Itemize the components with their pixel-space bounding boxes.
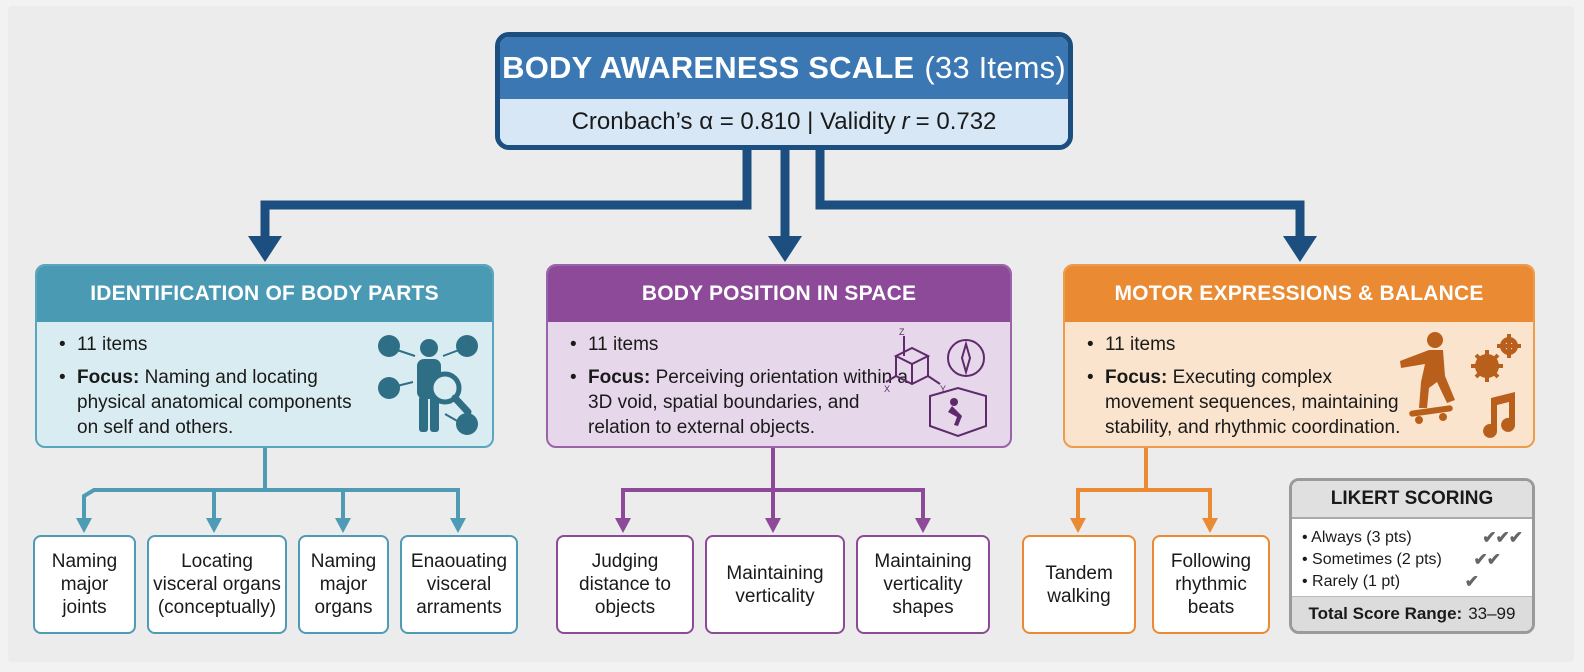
blue-branches — [82, 448, 460, 520]
svg-text:Y: Y — [940, 384, 946, 394]
total-label: Total Score Range: — [1308, 604, 1463, 623]
top-arrows — [260, 150, 1305, 240]
total-value: 33–99 — [1468, 604, 1516, 623]
checkmark-icon: ✔ — [1464, 572, 1479, 591]
likert-label: Sometimes (2 pts) — [1302, 551, 1442, 569]
category-heading: MOTOR EXPRESSIONS & BALANCE — [1065, 266, 1533, 322]
category-count: 11 items — [59, 332, 492, 357]
likert-row-always: Always (3 pts) ✔✔✔ — [1302, 527, 1523, 549]
svg-text:Z: Z — [899, 327, 905, 337]
subitem-naming-major-organs: Naming major organs — [298, 535, 389, 634]
focus-label: Focus: — [588, 367, 651, 388]
reliability-stats: Cronbach’s α = 0.810 | Validity r = 0.73… — [500, 99, 1068, 145]
scale-title-box: BODY AWARENESS SCALE (33 Items) Cronbach… — [495, 32, 1073, 150]
purple-branches — [621, 448, 925, 520]
likert-heading: LIKERT SCORING — [1292, 481, 1532, 519]
subitem-label: Locating visceral organs (conceptually) — [153, 551, 281, 618]
likert-row-rarely: Rarely (1 pt) ✔ — [1302, 571, 1522, 593]
svg-text:X: X — [884, 384, 890, 394]
likert-label: Always (3 pts) — [1302, 529, 1411, 547]
subitem-label: Maintaining verticality shapes — [874, 551, 972, 618]
category-focus: Focus: Naming and locating physical anat… — [59, 365, 377, 440]
likert-label: Rarely (1 pt) — [1302, 573, 1400, 591]
orange-branches — [1076, 448, 1212, 520]
subitem-label: Maintaining verticality — [726, 562, 824, 607]
subitem-maintaining-verticality: Maintaining verticality — [705, 535, 845, 634]
scale-title-main: BODY AWARENESS SCALE — [502, 50, 915, 85]
focus-text: Perceiving orientation within a 3D void,… — [588, 367, 908, 438]
category-position: BODY POSITION IN SPACE 11 items Focus: P… — [546, 264, 1012, 448]
total-score-range: Total Score Range: 33–99 — [1292, 596, 1532, 631]
arrowhead-left — [248, 236, 282, 262]
focus-text: Executing complex movement sequences, ma… — [1105, 367, 1401, 438]
subitem-label: Following rhythmic beats — [1170, 551, 1252, 618]
3d-axes-compass-icon: Z X Y — [884, 327, 987, 438]
category-count: 11 items — [570, 332, 1010, 357]
subitem-label: Naming major organs — [310, 551, 377, 618]
subitem-verticality-shapes: Maintaining verticality shapes — [856, 535, 990, 634]
checkmark-icon: ✔✔ — [1473, 550, 1501, 569]
likert-scoring-panel: LIKERT SCORING Always (3 pts) ✔✔✔ Someti… — [1289, 478, 1535, 634]
scale-title: BODY AWARENESS SCALE (33 Items) — [500, 37, 1068, 99]
category-motor: MOTOR EXPRESSIONS & BALANCE 11 items Foc… — [1063, 264, 1535, 448]
focus-label: Focus: — [77, 367, 140, 388]
category-heading: IDENTIFICATION OF BODY PARTS — [37, 266, 492, 322]
checkmark-icon: ✔✔✔ — [1482, 528, 1523, 547]
scale-title-items: (33 Items) — [924, 50, 1066, 85]
subitem-label: Tandem walking — [1045, 562, 1113, 607]
balance-gears-music-icon — [1400, 332, 1521, 438]
stats-r: r — [901, 108, 910, 135]
stats-value: = 0.732 — [915, 108, 997, 135]
category-identification: IDENTIFICATION OF BODY PARTS 11 items Fo… — [35, 264, 494, 448]
subitem-label: Judging distance to objects — [579, 551, 671, 618]
subitem-judging-distance: Judging distance to objects — [556, 535, 694, 634]
category-count: 11 items — [1087, 332, 1533, 357]
arrowhead-middle — [768, 236, 802, 262]
category-heading: BODY POSITION IN SPACE — [548, 266, 1010, 322]
subitem-locating-visceral-organs: Locating visceral organs (conceptually) — [147, 535, 287, 634]
subitem-label: Enaouating visceral arraments — [410, 551, 508, 618]
focus-text: Naming and locating physical anatomical … — [77, 367, 352, 438]
body-parts-identification-icon — [378, 335, 478, 435]
likert-row-sometimes: Sometimes (2 pts) ✔✔ — [1302, 549, 1522, 571]
subitem-tandem-walking: Tandem walking — [1022, 535, 1136, 634]
subitem-naming-major-joints: Naming major joints — [33, 535, 136, 634]
subitem-rhythmic-beats: Following rhythmic beats — [1152, 535, 1270, 634]
subitem-enaouating-visceral: Enaouating visceral arraments — [400, 535, 518, 634]
subitem-label: Naming major joints — [51, 551, 118, 618]
category-focus: Focus: Perceiving orientation within a 3… — [570, 365, 918, 440]
focus-label: Focus: — [1105, 367, 1168, 388]
stats-prefix: Cronbach’s α = 0.810 | Validity — [571, 108, 896, 135]
category-focus: Focus: Executing complex movement sequen… — [1087, 365, 1423, 440]
arrowhead-right — [1283, 236, 1317, 262]
